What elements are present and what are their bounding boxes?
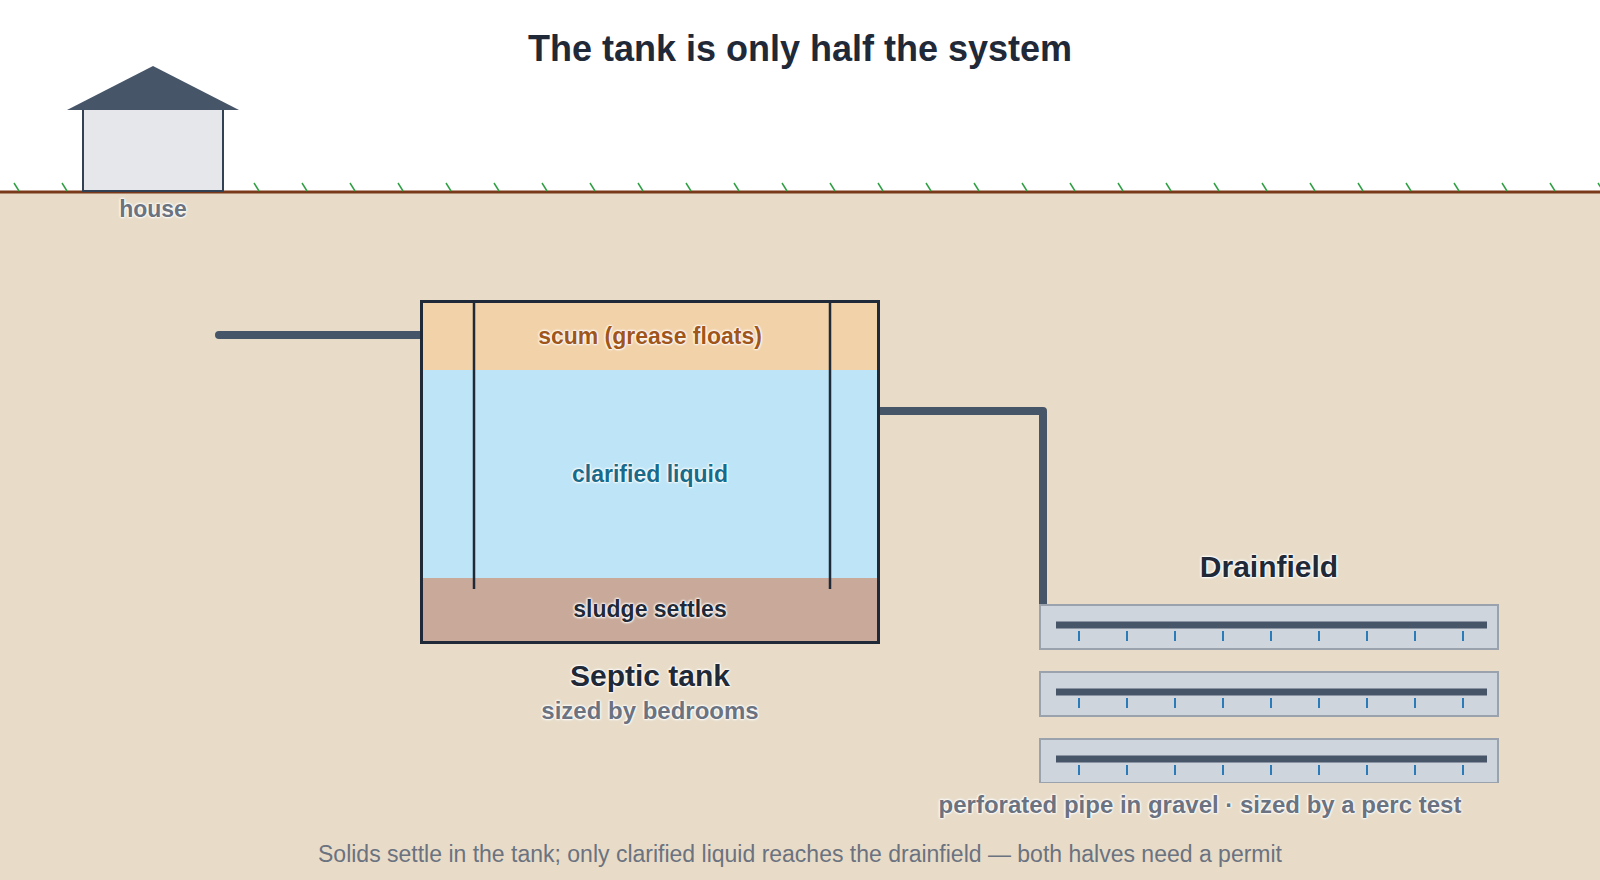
grass-tick	[878, 183, 883, 191]
trenches	[1039, 604, 1499, 783]
grass-tick	[1454, 183, 1459, 191]
perforation	[1126, 631, 1128, 641]
house-label: house	[119, 196, 187, 223]
grass-tick	[686, 183, 691, 191]
gravel-trench	[1040, 672, 1498, 716]
grass-tick	[62, 183, 67, 191]
drainfield-note: perforated pipe in gravel · sized by a p…	[939, 791, 1462, 819]
house-roof	[67, 64, 239, 114]
liquid-band: clarified liquid	[423, 370, 877, 578]
gravel-trench	[1040, 605, 1498, 649]
grass-tick	[494, 183, 499, 191]
perforation	[1270, 698, 1272, 708]
title: The tank is only half the system	[0, 28, 1600, 70]
perforated-pipe	[1056, 689, 1487, 696]
ground-line	[0, 191, 1600, 194]
perforated-pipe	[1056, 756, 1487, 763]
perforation	[1270, 765, 1272, 775]
grass-tick	[1070, 183, 1075, 191]
perforation	[1366, 765, 1368, 775]
perforation	[1126, 698, 1128, 708]
grass-tick	[782, 183, 787, 191]
perforation	[1318, 698, 1320, 708]
perforation	[1414, 765, 1416, 775]
grass-tick	[1598, 183, 1600, 191]
perforation	[1222, 698, 1224, 708]
caption: Solids settle in the tank; only clarifie…	[0, 841, 1600, 868]
perforation	[1078, 765, 1080, 775]
house: house	[82, 108, 224, 192]
perforation	[1222, 765, 1224, 775]
septic-tank: Septic tanksized by bedroomsscum (grease…	[420, 300, 880, 644]
grass-tick	[1214, 183, 1219, 191]
perforation	[1366, 631, 1368, 641]
perforation	[1318, 765, 1320, 775]
perforation	[1222, 631, 1224, 641]
drainfield-label: Drainfield	[1200, 550, 1338, 584]
perforation	[1174, 698, 1176, 708]
perforation	[1126, 765, 1128, 775]
grass-tick	[830, 183, 835, 191]
grass-tick	[1310, 183, 1315, 191]
grass-tick	[446, 183, 451, 191]
perforated-pipe	[1056, 622, 1487, 629]
perforation	[1366, 698, 1368, 708]
perforation	[1174, 631, 1176, 641]
perforation	[1078, 631, 1080, 641]
perforation	[1462, 698, 1464, 708]
grass-tick	[14, 183, 19, 191]
sludge-band: sludge settles	[423, 578, 877, 641]
perforation	[1174, 765, 1176, 775]
grass-tick	[542, 183, 547, 191]
perforation	[1414, 698, 1416, 708]
tank-sublabel: sized by bedrooms	[541, 697, 758, 725]
grass-tick	[1022, 183, 1027, 191]
outlet-pipe	[880, 411, 1043, 606]
grass-tick	[638, 183, 643, 191]
grass-tick	[1550, 183, 1555, 191]
scum-band: scum (grease floats)	[423, 303, 877, 370]
grass-tick	[974, 183, 979, 191]
grass-tick	[734, 183, 739, 191]
grass-tick	[1502, 183, 1507, 191]
perforation	[1078, 698, 1080, 708]
tank-label: Septic tank	[570, 659, 730, 693]
grass-tick	[398, 183, 403, 191]
grass-tick	[1262, 183, 1267, 191]
band-label: scum (grease floats)	[538, 323, 762, 350]
grass-tick	[1358, 183, 1363, 191]
grass-tick	[1166, 183, 1171, 191]
grass-tick	[1118, 183, 1123, 191]
grass-tick	[254, 183, 259, 191]
band-label: clarified liquid	[572, 461, 728, 488]
grass-tick	[590, 183, 595, 191]
perforation	[1318, 631, 1320, 641]
band-label: sludge settles	[573, 596, 726, 623]
drainfield: Drainfieldperforated pipe in gravel · si…	[1039, 604, 1499, 783]
perforation	[1270, 631, 1272, 641]
perforation	[1414, 631, 1416, 641]
outlet-baffle	[829, 303, 832, 589]
grass	[14, 183, 1600, 191]
grass-tick	[926, 183, 931, 191]
perforation	[1462, 631, 1464, 641]
perforation	[1462, 765, 1464, 775]
grass-tick	[302, 183, 307, 191]
inlet-baffle	[473, 303, 476, 589]
grass-tick	[1406, 183, 1411, 191]
inlet-pipe	[219, 331, 421, 339]
gravel-trench	[1040, 739, 1498, 783]
roof-shape	[67, 66, 239, 110]
grass-tick	[350, 183, 355, 191]
